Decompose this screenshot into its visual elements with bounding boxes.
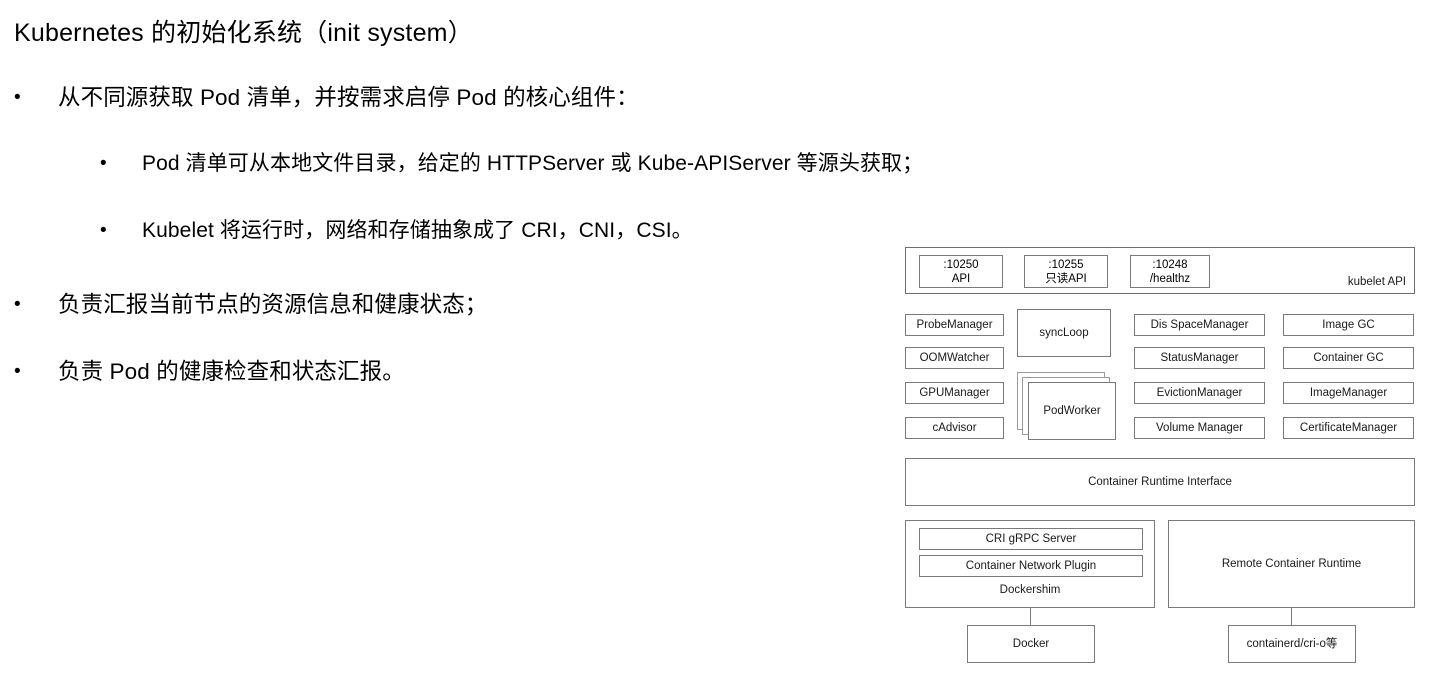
component-box-status-manager: StatusManager [1134, 347, 1265, 369]
dockershim-label: Dockershim [999, 584, 1061, 596]
kubelet-api-band: :10250 API :10255 只读API :10248 /healthz … [905, 247, 1415, 294]
dockershim-group: CRI gRPC Server Container Network Plugin… [905, 520, 1155, 608]
component-box-container-network-plugin: Container Network Plugin [919, 555, 1143, 577]
component-box-cadvisor: cAdvisor [905, 417, 1004, 439]
slide-text-content: Kubernetes 的初始化系统（init system） • 从不同源获取 … [14, 19, 923, 387]
component-stack-pod-worker: PodWorker [1017, 372, 1121, 440]
pod-worker-card-front: PodWorker [1028, 382, 1116, 440]
bullet-text: Pod 清单可从本地文件目录，给定的 HTTPServer 或 Kube-API… [142, 152, 924, 175]
bullet-item-5: • 负责 Pod 的健康检查和状态汇报。 [14, 357, 405, 387]
bullet-text: Kubelet 将运行时，网络和存储抽象成了 CRI，CNI，CSI。 [142, 219, 693, 242]
api-port-name: /healthz [1149, 272, 1191, 285]
bullet-text: 从不同源获取 Pod 清单，并按需求启停 Pod 的核心组件： [58, 85, 639, 110]
connector-dockershim-to-docker [1030, 608, 1032, 625]
bullet-item-1: • 从不同源获取 Pod 清单，并按需求启停 Pod 的核心组件： [14, 83, 639, 113]
component-box-containerd: containerd/cri-o等 [1228, 625, 1356, 663]
component-box-cri-grpc-server: CRI gRPC Server [919, 528, 1143, 550]
component-box-disk-space-manager: Dis SpaceManager [1134, 314, 1265, 336]
component-box-volume-manager: Volume Manager [1134, 417, 1265, 439]
component-box-eviction-manager: EvictionManager [1134, 382, 1265, 404]
api-port-number: :10250 [943, 258, 979, 271]
component-box-gpu-manager: GPUManager [905, 382, 1004, 404]
component-box-sync-loop: syncLoop [1017, 309, 1111, 357]
kubelet-architecture-diagram: :10250 API :10255 只读API :10248 /healthz … [905, 247, 1415, 667]
bullet-item-2: • Pod 清单可从本地文件目录，给定的 HTTPServer 或 Kube-A… [100, 150, 923, 178]
container-runtime-interface-band: Container Runtime Interface [905, 458, 1415, 506]
component-box-container-gc: Container GC [1283, 347, 1414, 369]
bullet-text: 负责汇报当前节点的资源信息和健康状态； [58, 292, 488, 317]
bullet-item-4: • 负责汇报当前节点的资源信息和健康状态； [14, 290, 487, 320]
connector-remote-runtime-to-containerd [1291, 608, 1293, 625]
api-port-box-10250: :10250 API [919, 255, 1003, 288]
component-box-docker: Docker [967, 625, 1095, 663]
component-box-image-gc: Image GC [1283, 314, 1414, 336]
api-port-box-10255: :10255 只读API [1024, 255, 1108, 288]
remote-container-runtime-box: Remote Container Runtime [1168, 520, 1415, 608]
component-box-certificate-manager: CertificateManager [1283, 417, 1414, 439]
api-port-number: :10248 [1152, 258, 1188, 271]
api-port-name: API [951, 272, 971, 285]
api-port-box-10248: :10248 /healthz [1130, 255, 1210, 288]
bullet-marker-icon: • [14, 361, 21, 382]
api-port-name: 只读API [1045, 272, 1087, 285]
bullet-item-3: • Kubelet 将运行时，网络和存储抽象成了 CRI，CNI，CSI。 [100, 217, 693, 245]
api-port-number: :10255 [1048, 258, 1084, 271]
kubelet-api-label: kubelet API [1347, 276, 1406, 288]
component-box-probe-manager: ProbeManager [905, 314, 1004, 336]
bullet-marker-icon: • [100, 220, 107, 241]
bullet-marker-icon: • [14, 87, 21, 108]
bullet-text: 负责 Pod 的健康检查和状态汇报。 [58, 359, 405, 384]
component-box-image-manager: ImageManager [1283, 382, 1414, 404]
bullet-marker-icon: • [100, 153, 107, 174]
component-box-oom-watcher: OOMWatcher [905, 347, 1004, 369]
bullet-marker-icon: • [14, 294, 21, 315]
page-title: Kubernetes 的初始化系统（init system） [14, 19, 473, 47]
